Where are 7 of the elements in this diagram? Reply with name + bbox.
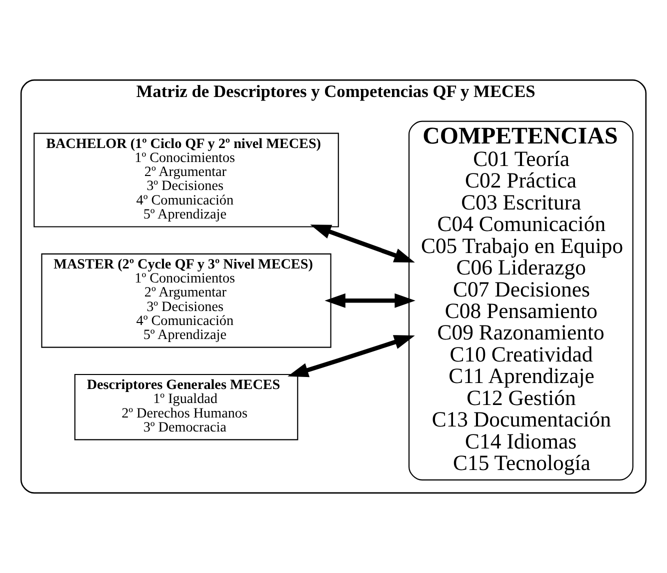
arrow (324, 293, 416, 308)
node-box: MASTER (2º Cycle QF y 3º Nivel MECES) 1º Conocimientos 2º Argumentar 3º Decisiones 4º Comunicación 5º Aprendizaje (41, 253, 332, 348)
node-box: BACHELOR (1º Ciclo QF y 2º nivel MECES) 1º Conocimientos 2º Argumentar 3º Decisiones 4º Comunicación 5º Aprendizaje (34, 132, 339, 228)
node-box: COMPETENCIAS C01 Teoría C02 Práctica C03 Escritura C04 Comunicación C05 Trabajo en Equipo C06 Liderazgo C07 Decisiones C08 Pensamiento C09 Razonamiento C10 Creatividad C11 Aprendizaje C12 Gestión C13 Documentación C14 Idiomas C15 Tecnología (408, 120, 634, 480)
arrow (310, 224, 415, 263)
node-box: Descriptores Generales MECES 1º Igualdad 2º Derechos Humanos 3º Democracia (74, 374, 298, 440)
arrow (288, 335, 415, 378)
